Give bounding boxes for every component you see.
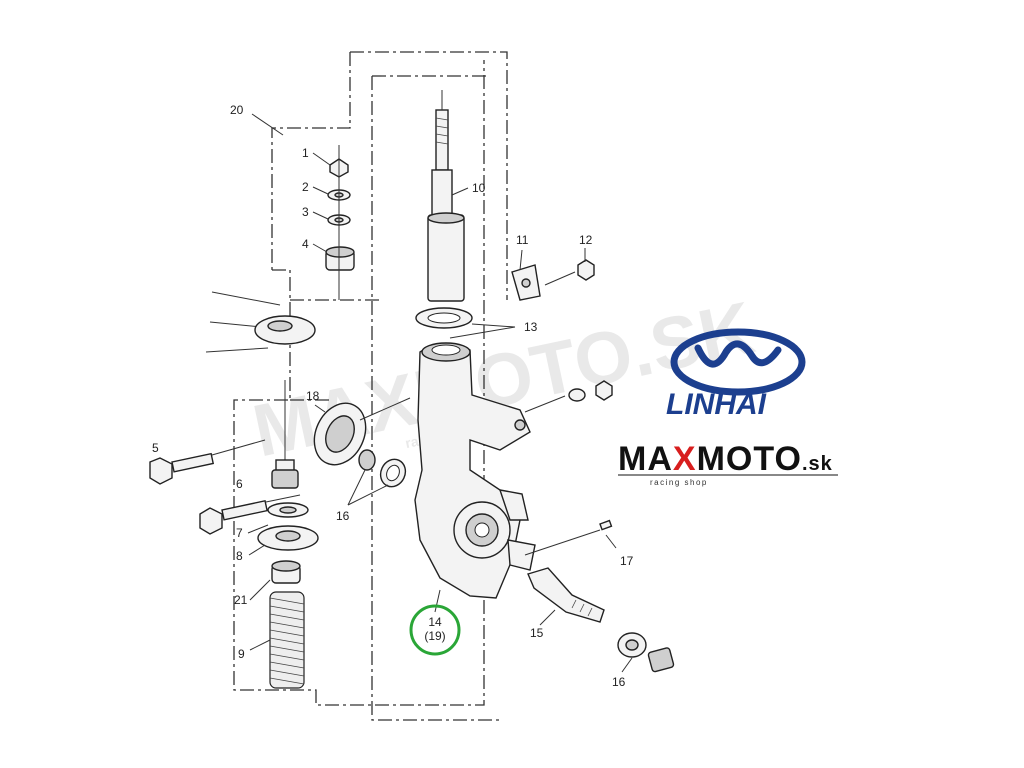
callout-16-upper: 16 <box>336 509 350 523</box>
callout-17: 17 <box>620 554 634 568</box>
callout-13: 13 <box>524 320 538 334</box>
nut-part-12 <box>544 259 595 286</box>
bearing-set-part-16 <box>358 449 407 488</box>
callout-leaders <box>247 113 633 673</box>
callout-16-lower: 16 <box>612 675 626 689</box>
bolt-part-7 <box>199 494 301 535</box>
callout-6: 6 <box>236 477 243 491</box>
strut-shaft-part-10 <box>427 90 465 302</box>
bolt-part-5 <box>149 439 266 485</box>
maxmoto-logo: MAXMOTO.sk racing shop <box>618 440 838 487</box>
maxmoto-tagline: racing shop <box>650 478 708 487</box>
callout-18: 18 <box>306 389 320 403</box>
callout-10: 10 <box>472 181 486 195</box>
seal-ring-part-13 <box>415 307 473 329</box>
steering-knuckle-part-14 <box>414 342 536 599</box>
highlight-label-line2: (19) <box>424 629 445 643</box>
highlight-label-line1: 14 <box>428 615 442 629</box>
callout-3: 3 <box>302 205 309 219</box>
callout-11: 11 <box>516 233 529 247</box>
linhai-swoosh-icon <box>694 340 782 368</box>
callout-15: 15 <box>530 626 544 640</box>
top-mount-stack <box>325 145 355 300</box>
shaft-body <box>427 214 465 302</box>
linhai-wordmark: LINHAI <box>666 388 767 421</box>
seal-part-18 <box>313 397 411 466</box>
callout-9: 9 <box>238 647 245 661</box>
upper-spring-seat <box>205 291 316 353</box>
nut-washer-part-16 <box>617 632 675 673</box>
pin-part-17 <box>524 519 613 556</box>
callout-8: 8 <box>236 549 243 563</box>
highlight-circle <box>409 604 461 656</box>
callout-labels: 20 1 2 3 4 10 11 12 13 18 5 6 16 7 8 21 … <box>152 103 634 689</box>
lower-strut-stack <box>257 380 319 689</box>
spring-part-9 <box>269 591 305 689</box>
callout-7: 7 <box>236 526 243 540</box>
highlighted-callout-14[interactable]: 14 (19) <box>409 604 461 656</box>
callout-4: 4 <box>302 237 309 251</box>
axle-part-15 <box>527 567 605 623</box>
callout-21: 21 <box>234 593 248 607</box>
washer-nut-right <box>524 380 613 413</box>
assembly-frames <box>233 51 508 721</box>
callout-12: 12 <box>579 233 593 247</box>
callout-1: 1 <box>302 146 309 160</box>
bracket-part-11 <box>511 264 541 301</box>
maxmoto-wordmark: MAXMOTO.sk <box>618 440 833 478</box>
callout-20: 20 <box>230 103 244 117</box>
linhai-logo: LINHAI <box>666 328 806 421</box>
callout-5: 5 <box>152 441 159 455</box>
linhai-ellipse-icon <box>670 328 806 396</box>
callout-2: 2 <box>302 180 309 194</box>
